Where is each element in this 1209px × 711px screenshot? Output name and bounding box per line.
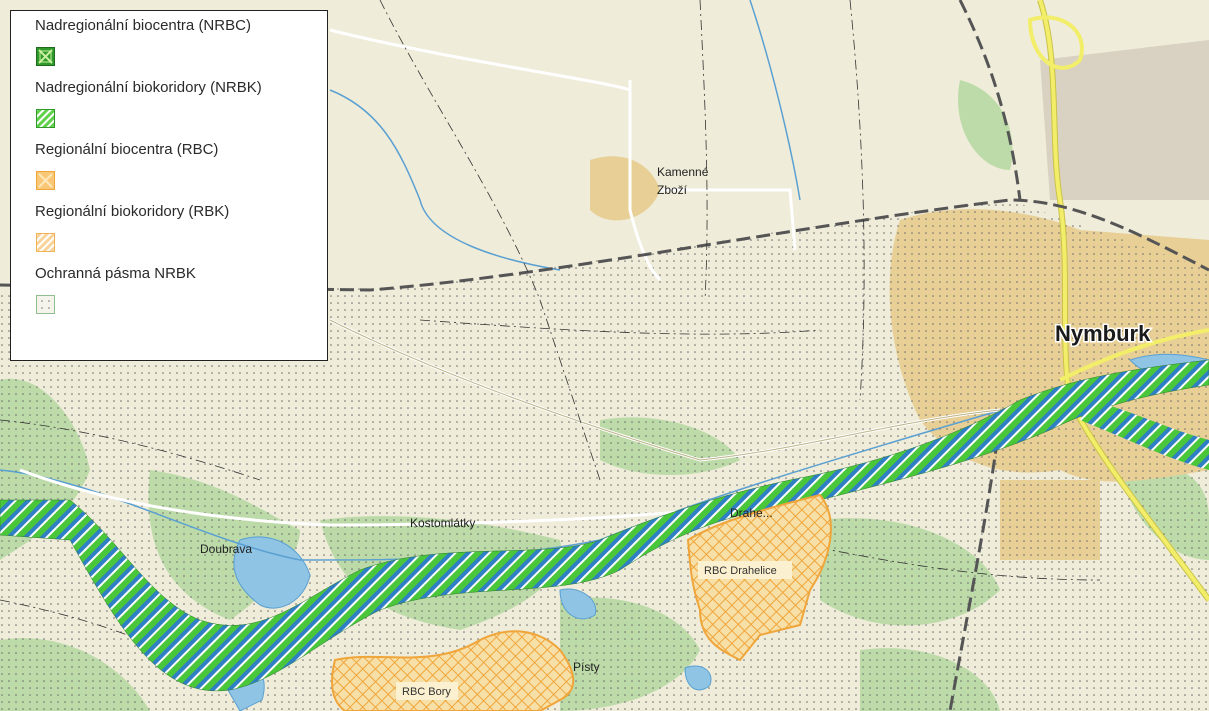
legend-swatch-rbk [36, 233, 55, 252]
legend-swatch-nrbk [36, 109, 55, 128]
legend-label-rbc: Regionální biocentra (RBC) [35, 141, 219, 158]
roads [19, 0, 1209, 602]
rbc-bory-label: RBC Bory [402, 686, 451, 698]
legend-label-nrbc: Nadregionální biocentra (NRBC) [35, 17, 251, 34]
place-label-kamenne: Kamenné [657, 165, 709, 179]
map-legend: Nadregionální biocentra (NRBC) Nadregion… [10, 10, 328, 361]
place-label-pisty: Písty [573, 660, 600, 674]
place-label-kostomlatky: Kostomlátky [410, 516, 475, 530]
place-label-zbozi: Zboží [657, 183, 688, 197]
legend-swatch-nrbc [36, 47, 55, 66]
legend-label-op-nrbk: Ochranná pásma NRBK [35, 265, 196, 282]
place-label-nymburk: Nymburk [1055, 321, 1151, 346]
legend-label-rbk: Regionální biokoridory (RBK) [35, 203, 230, 220]
rbc-bory-area [331, 630, 575, 711]
place-label-drahelice: Drahe... [730, 506, 773, 520]
legend-swatch-op-nrbk [36, 295, 55, 314]
rbc-drahelice-label-box [698, 561, 792, 579]
rbc-drahelice-label: RBC Drahelice [704, 565, 777, 577]
rbc-bory-label-box [396, 682, 458, 700]
place-label-doubrava: Doubrava [200, 542, 252, 556]
legend-label-nrbk: Nadregionální biokoridory (NRBK) [35, 79, 262, 96]
nrbk-corridor-east [1080, 400, 1209, 470]
legend-swatch-rbc [36, 171, 55, 190]
